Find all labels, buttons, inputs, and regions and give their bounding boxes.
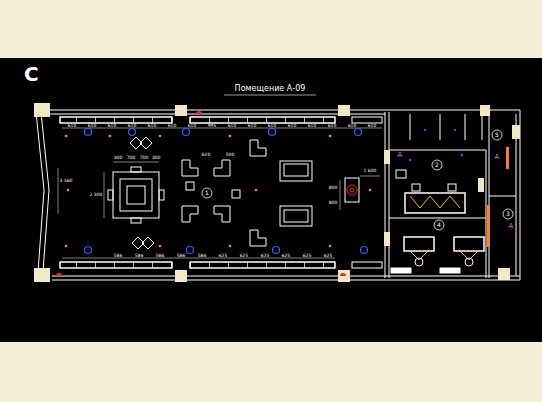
dimension: 625 [240,254,249,259]
dimension: 625 [219,254,228,259]
callout-number: 3 [506,211,510,217]
dimension: 610 [308,124,317,129]
dimension: 610 [202,153,211,158]
dimension: 610 [348,124,357,129]
dimension: 610 [248,124,257,129]
room-title: Помещение А-09 [235,85,306,93]
dimension: 625 [303,254,312,259]
callout-number: 2 [435,162,439,168]
dimension: 610 [268,124,277,129]
dimension: 1 600 [364,169,377,174]
dimension: 3 360 [60,179,73,184]
dimension: 586 [156,254,165,259]
dimension: 300 [152,156,161,161]
callout-number: 1 [205,190,209,196]
dimension: 700 [127,156,136,161]
marker-letter: А [398,152,403,159]
dimension: 610 [328,124,337,129]
dimension: 625 [282,254,291,259]
sheet-letter: С [24,64,39,84]
dimension: 610 [148,124,157,129]
callout-number: 5 [495,132,499,138]
dimension: 300 [114,156,123,161]
dimension: 586 [177,254,186,259]
dimension: 610 [128,124,137,129]
dimension: 610 [168,124,177,129]
dimension: 586 [114,254,123,259]
dimension: 2 300 [90,193,103,198]
dimension: 610 [368,124,377,129]
dimension: 625 [324,254,333,259]
dimension: 610 [88,124,97,129]
dimension: 500 [226,153,235,158]
dimension: 586 [198,254,207,259]
dimension: 586 [135,254,144,259]
dimension: 610 [68,124,77,129]
dimension: 995 [208,124,217,129]
dimension: 610 [108,124,117,129]
dimension: 610 [288,124,297,129]
dimension: 800 [329,201,338,206]
dimension: 625 [261,254,270,259]
marker-letter: А [495,154,500,161]
marker-letter: А [509,223,514,230]
dimension: 610 [188,124,197,129]
dimension: 700 [140,156,149,161]
dimension: 800 [329,186,338,191]
dimension: 610 [228,124,237,129]
callout-number: 4 [437,222,441,228]
